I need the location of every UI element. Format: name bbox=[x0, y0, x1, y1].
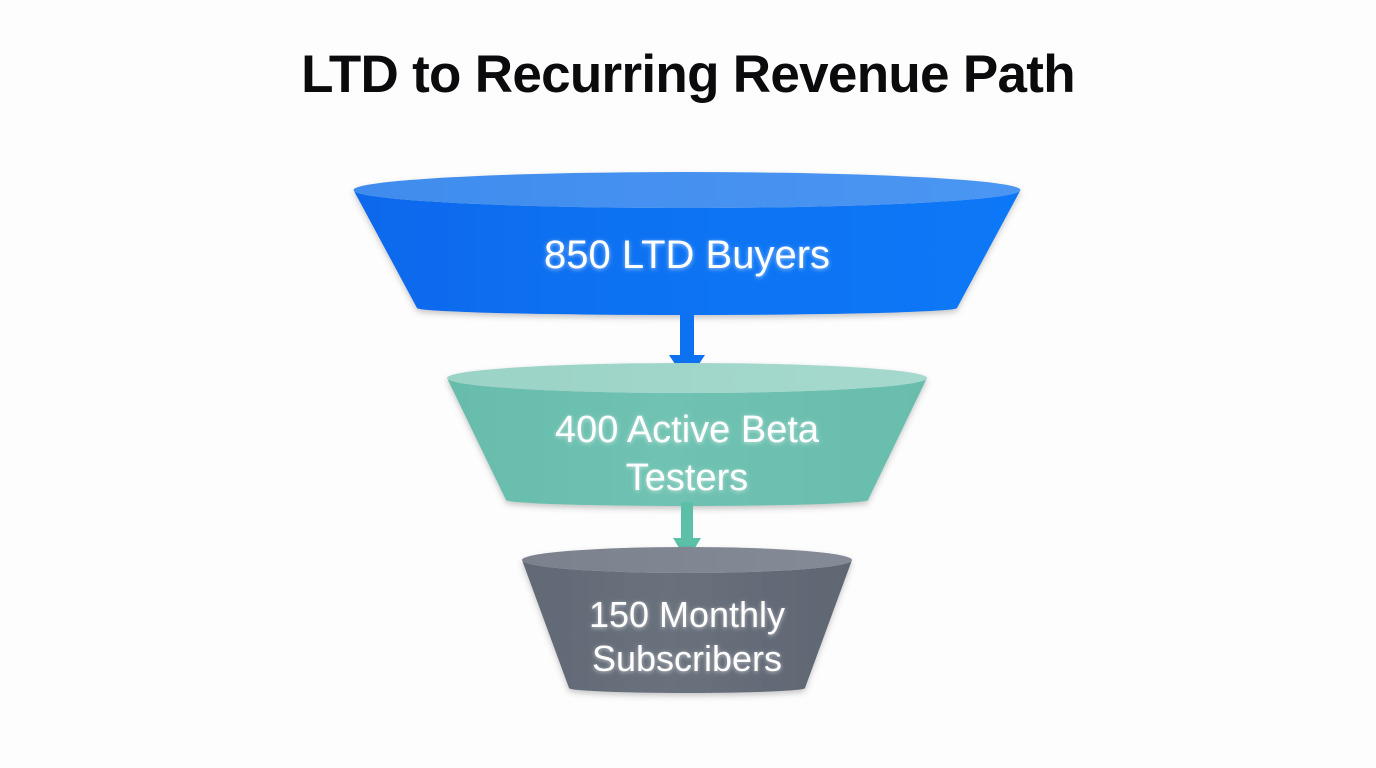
funnel-stage-2-top-cap bbox=[447, 363, 927, 393]
funnel-stage-2-body bbox=[447, 378, 927, 506]
funnel-stage-1-body bbox=[353, 190, 1021, 315]
funnel-stage-3-body bbox=[522, 560, 852, 693]
funnel-stage-1-top-cap bbox=[353, 172, 1021, 208]
funnel-stage-monthly-subscribers[interactable] bbox=[522, 547, 852, 693]
funnel-stage-active-beta-testers[interactable] bbox=[447, 363, 927, 506]
funnel-stage-2-label-line-2: Testers bbox=[626, 457, 748, 499]
funnel-stage-2-label-line-1: 400 Active Beta bbox=[555, 409, 820, 451]
funnel-stage-3-label-line-2: Subscribers bbox=[592, 638, 782, 679]
arrow-down-icon bbox=[673, 502, 701, 561]
funnel-stage-3-label-line-1: 150 Monthly bbox=[589, 594, 785, 635]
funnel-stage-1-label: 850 LTD Buyers bbox=[544, 233, 830, 277]
funnel-connector-arrow-2 bbox=[673, 502, 701, 561]
funnel-stage-3-top-cap bbox=[522, 547, 852, 573]
funnel-stage-ltd-buyers[interactable] bbox=[353, 172, 1021, 315]
page-title: LTD to Recurring Revenue Path bbox=[301, 45, 1076, 104]
